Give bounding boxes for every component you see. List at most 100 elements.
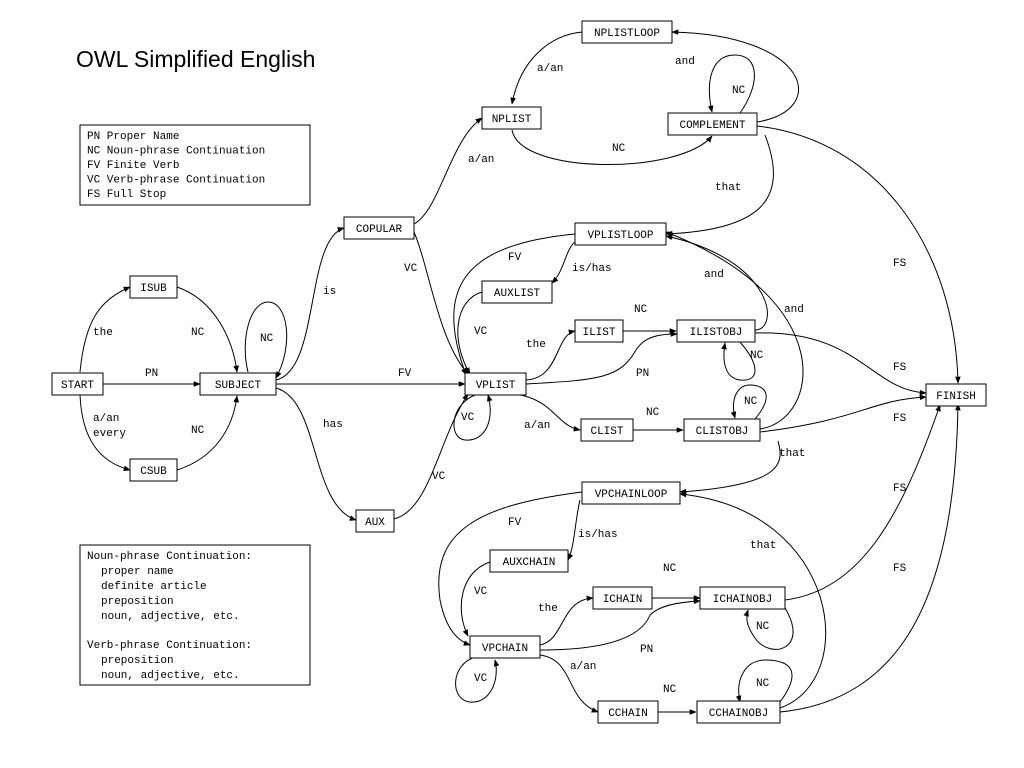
edge-label: FS	[893, 362, 907, 374]
node-label: ILISTOBJ	[690, 327, 743, 339]
edge-label: that	[715, 182, 741, 194]
edge-label: NC	[260, 333, 274, 345]
edge-subject-aux	[275, 387, 357, 521]
node-clistobj: CLISTOBJ	[683, 418, 761, 442]
node-label: ICHAIN	[603, 594, 643, 606]
node-nplistloop: NPLISTLOOP	[581, 20, 673, 44]
edge-label: a/an	[524, 420, 550, 432]
edge-label: NC	[191, 327, 205, 339]
abbreviation-legend: PN Proper Name NC Noun-phrase Continuati…	[79, 124, 311, 206]
node-subject: SUBJECT	[199, 372, 277, 396]
edge-isub-subject	[176, 286, 239, 373]
edge-vpchainloop-auxchain	[567, 499, 581, 561]
edge-aux-vplist	[393, 393, 469, 520]
edge-label: is	[323, 286, 336, 298]
edge-label: VC	[404, 263, 418, 275]
edge-label: is/has	[572, 263, 612, 275]
edge-label: NC	[744, 396, 758, 408]
edge-label: and	[784, 304, 804, 316]
edge-vpchain-loop	[455, 656, 500, 703]
edge-vpchainloop-vpchain	[438, 491, 583, 646]
edge-clistobj-loop	[730, 384, 767, 420]
legend-line-pn: PN Proper Name	[87, 131, 179, 143]
edge-label: FS	[893, 483, 907, 495]
edge-label: VC	[432, 471, 446, 483]
node-complement: COMPLEMENT	[667, 112, 758, 136]
node-auxchain: AUXCHAIN	[489, 549, 569, 573]
edge-label: the	[93, 327, 113, 339]
edge-csub-subject	[176, 395, 239, 471]
edge-vplist-clist	[514, 393, 581, 432]
edge-label: FS	[893, 258, 907, 270]
node-vplist: VPLIST	[464, 372, 527, 396]
edge-start-isub	[79, 286, 131, 373]
edge-label: a/an	[468, 154, 494, 166]
edge-subject-loop	[244, 301, 288, 379]
vp-continuation-item: noun, adjective, etc.	[101, 670, 240, 682]
edge-label: FV	[508, 252, 522, 264]
node-label: FINISH	[936, 391, 976, 403]
edges	[79, 29, 961, 715]
vp-continuation-item: preposition	[101, 655, 174, 667]
node-nplist: NPLIST	[481, 106, 542, 130]
vp-continuation-heading: Verb-phrase Continuation:	[87, 640, 252, 652]
node-ilistobj: ILISTOBJ	[676, 319, 756, 343]
node-label: CLIST	[590, 426, 623, 438]
node-label: ISUB	[140, 283, 167, 295]
edge-label: and	[675, 56, 695, 68]
edge-complement-vplistloop	[665, 134, 774, 237]
edge-label: FS	[893, 563, 907, 575]
node-label: AUX	[365, 517, 385, 529]
edge-vplistloop-auxlist	[551, 241, 576, 284]
edge-label: the	[526, 339, 546, 351]
edge-clistobj-vpchainloop	[679, 440, 781, 495]
edge-subject-copular	[275, 227, 345, 381]
node-label: NPLISTLOOP	[594, 28, 660, 40]
np-continuation-item: definite article	[101, 581, 207, 593]
edge-complement-finish	[756, 125, 961, 384]
edge-copular-vplist	[413, 231, 469, 375]
edge-label: NC	[663, 684, 677, 696]
node-finish: FINISH	[925, 383, 987, 407]
node-label: COPULAR	[356, 224, 403, 236]
node-ichain: ICHAIN	[592, 586, 653, 610]
node-vpchainloop: VPCHAINLOOP	[581, 481, 681, 505]
edge-copular-nplist	[413, 117, 483, 225]
edge-ichainobj-finish	[784, 404, 941, 601]
edge-label: PN	[145, 368, 158, 380]
edge-start-csub	[79, 394, 131, 472]
edge-label: a/an	[570, 661, 596, 673]
edge-label: a/an	[537, 63, 563, 75]
edge-label: NC	[750, 350, 764, 362]
edge-label: NC	[634, 304, 648, 316]
node-aux: AUX	[355, 509, 395, 533]
continuation-legend: Noun-phrase Continuation: proper name de…	[79, 544, 311, 686]
node-label: NPLIST	[492, 114, 532, 126]
edge-complement-nplistloop	[671, 29, 800, 123]
edge-nplistloop-nplist	[510, 31, 583, 105]
edge-auxchain-vpchain	[460, 561, 491, 637]
edge-label: FV	[508, 517, 522, 529]
edge-label: that	[750, 540, 776, 552]
np-continuation-item: proper name	[101, 566, 174, 578]
diagram-title: OWL Simplified English	[76, 46, 315, 72]
np-continuation-heading: Noun-phrase Continuation:	[87, 551, 252, 563]
edge-labels: the NC NC PN a/an every NC is FV has VC …	[93, 56, 907, 696]
edge-label: NC	[646, 407, 660, 419]
edge-label: the	[538, 603, 558, 615]
edge-vplist-loop	[453, 394, 493, 441]
edge-cchainobj-finish	[779, 403, 961, 713]
node-csub: CSUB	[129, 458, 178, 482]
edge-ilistobj-loop	[721, 341, 756, 381]
edge-vpchain-cchain	[539, 654, 599, 713]
node-copular: COPULAR	[343, 216, 415, 240]
edge-label: NC	[756, 621, 770, 633]
edge-label: PN	[640, 644, 653, 656]
edge-vplistloop-vplist	[453, 233, 576, 376]
edge-nplist-complement	[511, 129, 713, 166]
edge-vpchain-ichainobj	[539, 598, 701, 651]
edge-label: a/an	[93, 413, 119, 425]
node-label: VPLISTLOOP	[587, 230, 653, 242]
node-label: CCHAIN	[608, 708, 648, 720]
legend-line-fs: FS Full Stop	[87, 189, 166, 201]
